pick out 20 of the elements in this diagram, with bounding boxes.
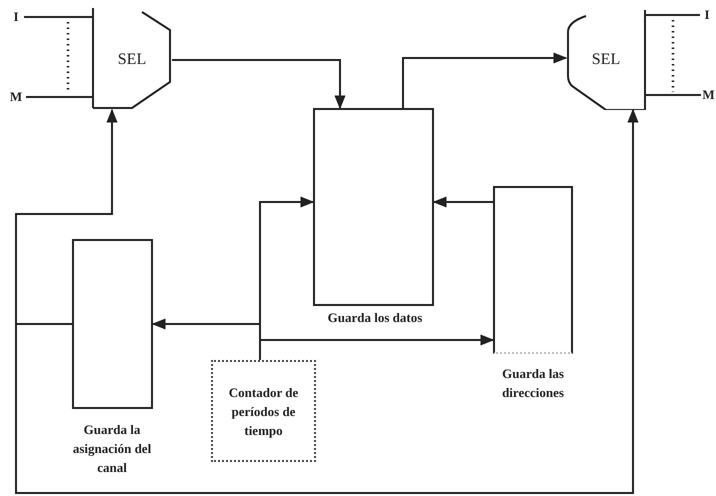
input-label: I xyxy=(703,6,711,24)
connector-line xyxy=(24,16,92,18)
counter-label: Contador de períodos de tiempo xyxy=(228,384,300,440)
connector-line xyxy=(646,14,700,16)
arrow xyxy=(15,108,639,494)
connector-line xyxy=(26,96,92,98)
block-label: Guarda la asignación del canal xyxy=(72,421,152,477)
input-label: I xyxy=(12,8,20,26)
arrow xyxy=(432,196,493,208)
input-label: M xyxy=(8,88,24,106)
selector-label: SEL xyxy=(590,50,622,69)
block-label: Guarda las direcciones xyxy=(501,365,565,402)
connector-line xyxy=(646,94,701,96)
input-label: M xyxy=(701,86,716,104)
selector-label: SEL xyxy=(116,50,148,69)
arrow xyxy=(402,52,568,108)
arrow xyxy=(15,108,118,325)
arrow xyxy=(259,334,494,360)
block-label: Guarda los datos xyxy=(326,309,424,327)
arrow xyxy=(172,59,346,110)
